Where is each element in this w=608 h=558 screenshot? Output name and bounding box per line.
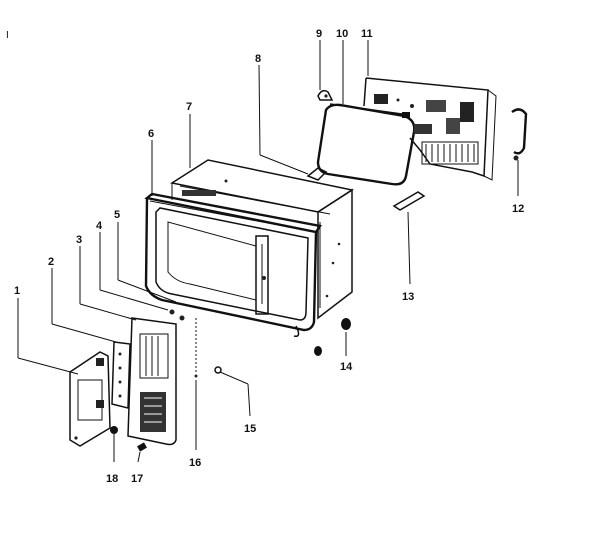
leader-lines xyxy=(17,40,369,375)
callout-17: 17 xyxy=(131,473,143,485)
callout-15: 15 xyxy=(244,423,256,435)
callout-8: 8 xyxy=(255,53,261,65)
key-part xyxy=(214,366,251,417)
callout-18: 18 xyxy=(106,473,118,485)
callout-16: 16 xyxy=(189,457,201,469)
control-panel xyxy=(127,309,185,446)
callout-2: 2 xyxy=(48,256,54,268)
mounting-plate xyxy=(69,351,111,447)
callout-1: 1 xyxy=(14,285,20,297)
top-bracket xyxy=(258,64,328,181)
callout-labels: 1 2 3 4 5 6 7 8 9 10 11 12 13 14 15 16 1… xyxy=(14,28,524,485)
control-bar xyxy=(392,191,426,285)
corner-mark: I xyxy=(6,30,9,41)
clip xyxy=(317,89,334,101)
callout-13: 13 xyxy=(402,291,414,303)
chassis-vent-slots xyxy=(425,144,475,162)
cabinet-body xyxy=(170,159,354,320)
callout-6: 6 xyxy=(148,128,154,140)
front-bezel xyxy=(144,192,323,338)
callout-10: 10 xyxy=(336,28,348,40)
callout-9: 9 xyxy=(316,28,322,40)
spring-strip xyxy=(194,318,198,450)
callout-3: 3 xyxy=(76,234,82,246)
callout-14: 14 xyxy=(340,361,353,373)
side-handle xyxy=(511,108,528,196)
picture-tube xyxy=(316,103,416,186)
callout-7: 7 xyxy=(186,101,192,113)
knob-parts xyxy=(314,318,351,356)
callout-4: 4 xyxy=(96,220,103,232)
callout-11: 11 xyxy=(361,28,373,40)
small-hardware xyxy=(110,426,147,463)
panel-bracket xyxy=(111,341,131,409)
chassis xyxy=(363,77,497,181)
callout-12: 12 xyxy=(512,203,524,215)
callout-5: 5 xyxy=(114,209,120,221)
